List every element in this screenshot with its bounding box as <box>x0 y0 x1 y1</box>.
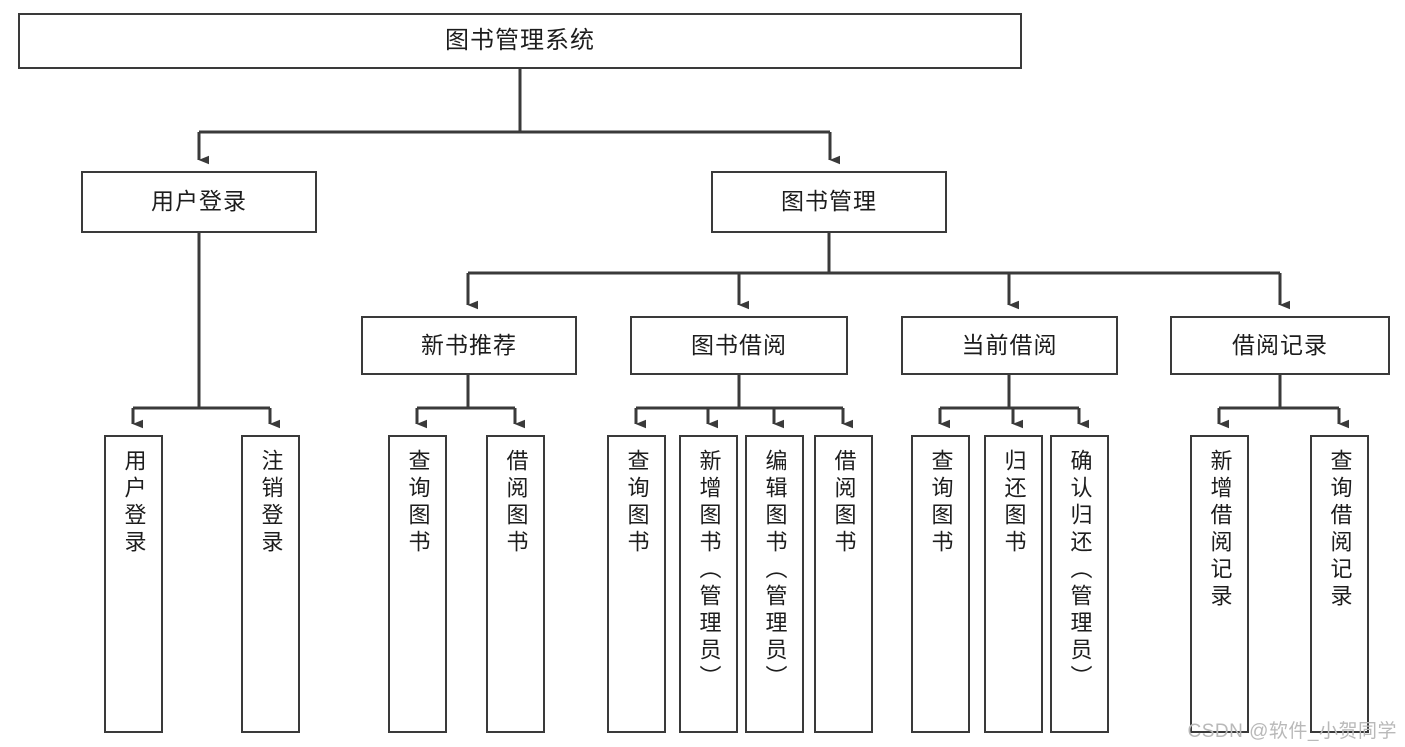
node-book-borrow[interactable]: 图书借阅 <box>630 316 848 375</box>
node-leaf-return-book[interactable]: 归还图书 <box>984 435 1043 733</box>
node-leaf-logout-label: 注销登录 <box>258 449 284 557</box>
node-leaf-borrow-book-label: 借阅图书 <box>831 449 857 557</box>
node-leaf-logout[interactable]: 注销登录 <box>241 435 300 733</box>
node-leaf-query-record[interactable]: 查询借阅记录 <box>1310 435 1369 733</box>
node-leaf-query-record-label: 查询借阅记录 <box>1327 449 1353 611</box>
node-user-login[interactable]: 用户登录 <box>81 171 317 233</box>
node-leaf-query-book-rec[interactable]: 查询图书 <box>388 435 447 733</box>
node-leaf-query-book-current[interactable]: 查询图书 <box>911 435 970 733</box>
node-current-borrow[interactable]: 当前借阅 <box>901 316 1118 375</box>
node-current-borrow-label: 当前借阅 <box>961 331 1058 358</box>
node-leaf-borrow-book[interactable]: 借阅图书 <box>814 435 873 733</box>
node-leaf-confirm-return[interactable]: 确认归还（管理员） <box>1050 435 1109 733</box>
node-leaf-query-book-current-label: 查询图书 <box>928 449 954 557</box>
node-leaf-query-book-rec-label: 查询图书 <box>405 449 431 557</box>
node-book-borrow-label: 图书借阅 <box>691 331 787 358</box>
node-leaf-user-login-label: 用户登录 <box>121 449 147 557</box>
node-root-label: 图书管理系统 <box>445 26 595 54</box>
node-leaf-borrow-book-rec[interactable]: 借阅图书 <box>486 435 545 733</box>
watermark: CSDN @软件_小贺同学 <box>1187 721 1397 742</box>
node-root[interactable]: 图书管理系统 <box>18 13 1022 69</box>
node-leaf-query-book-borrow-label: 查询图书 <box>624 449 650 557</box>
node-leaf-edit-book[interactable]: 编辑图书（管理员） <box>745 435 804 733</box>
node-user-login-label: 用户登录 <box>151 188 247 215</box>
node-leaf-add-record[interactable]: 新增借阅记录 <box>1190 435 1249 733</box>
node-leaf-confirm-return-label: 确认归还（管理员） <box>1067 449 1093 692</box>
node-leaf-borrow-book-rec-label: 借阅图书 <box>503 449 529 557</box>
node-leaf-edit-book-label: 编辑图书（管理员） <box>762 449 788 692</box>
node-book-manage-label: 图书管理 <box>781 188 877 215</box>
node-leaf-user-login[interactable]: 用户登录 <box>104 435 163 733</box>
node-borrow-record[interactable]: 借阅记录 <box>1170 316 1390 375</box>
node-leaf-add-record-label: 新增借阅记录 <box>1207 449 1233 611</box>
node-leaf-add-book-label: 新增图书（管理员） <box>696 449 722 692</box>
node-book-manage[interactable]: 图书管理 <box>711 171 947 233</box>
node-leaf-add-book[interactable]: 新增图书（管理员） <box>679 435 738 733</box>
node-borrow-record-label: 借阅记录 <box>1232 331 1328 358</box>
node-leaf-return-book-label: 归还图书 <box>1001 449 1027 557</box>
node-new-book-recommend[interactable]: 新书推荐 <box>361 316 577 375</box>
node-leaf-query-book-borrow[interactable]: 查询图书 <box>607 435 666 733</box>
node-new-book-recommend-label: 新书推荐 <box>421 331 517 358</box>
